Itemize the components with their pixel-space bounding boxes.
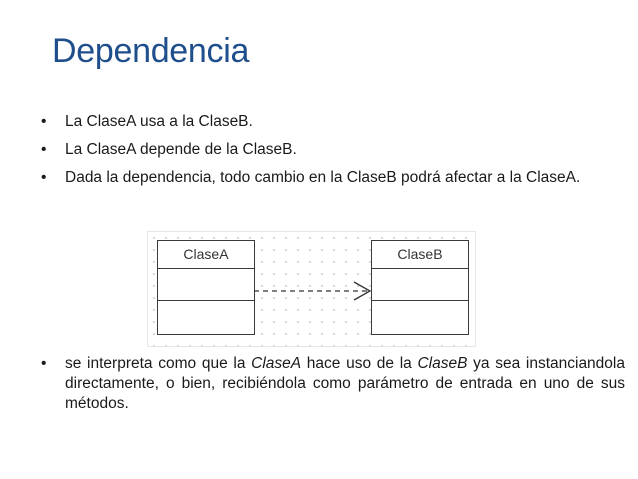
bullet-text: Dada la dependencia, todo cambio en la C…	[65, 169, 581, 186]
bullet-text: La ClaseA depende de la ClaseB.	[65, 141, 297, 158]
uml-class-b-attributes	[372, 269, 468, 301]
slide-title: Dependencia	[52, 32, 250, 70]
uml-class-b-methods	[372, 301, 468, 334]
open-arrowhead-icon	[353, 281, 372, 301]
uml-class-a: ClaseA	[157, 240, 255, 335]
bullet-item-1: • La ClaseA usa a la ClaseB.	[38, 112, 598, 132]
uml-class-a-attributes	[158, 269, 254, 301]
uml-dependency-diagram: ClaseA ClaseB	[147, 231, 476, 347]
bullet-item-2: • La ClaseA depende de la ClaseB.	[38, 140, 598, 160]
bullet-icon: •	[41, 169, 47, 186]
uml-class-b: ClaseB	[371, 240, 469, 335]
bullet-text-4: se interpreta como que la ClaseA hace us…	[65, 355, 625, 412]
dependency-arrow	[254, 281, 372, 301]
bullet-icon: •	[41, 113, 47, 130]
bullet-list: • La ClaseA usa a la ClaseB. • La ClaseA…	[38, 112, 598, 188]
uml-class-b-name: ClaseB	[372, 241, 468, 269]
bullet-icon: •	[41, 141, 47, 158]
bullet-text: La ClaseA usa a la ClaseB.	[65, 113, 253, 130]
emphasis-clase-b: ClaseB	[417, 355, 468, 372]
bullet-icon: •	[41, 355, 47, 372]
bullet-item-4: • se interpreta como que la ClaseA hace …	[38, 354, 625, 414]
emphasis-clase-a: ClaseA	[251, 355, 302, 372]
bullet-item-3: • Dada la dependencia, todo cambio en la…	[38, 168, 598, 188]
uml-class-a-name: ClaseA	[158, 241, 254, 269]
